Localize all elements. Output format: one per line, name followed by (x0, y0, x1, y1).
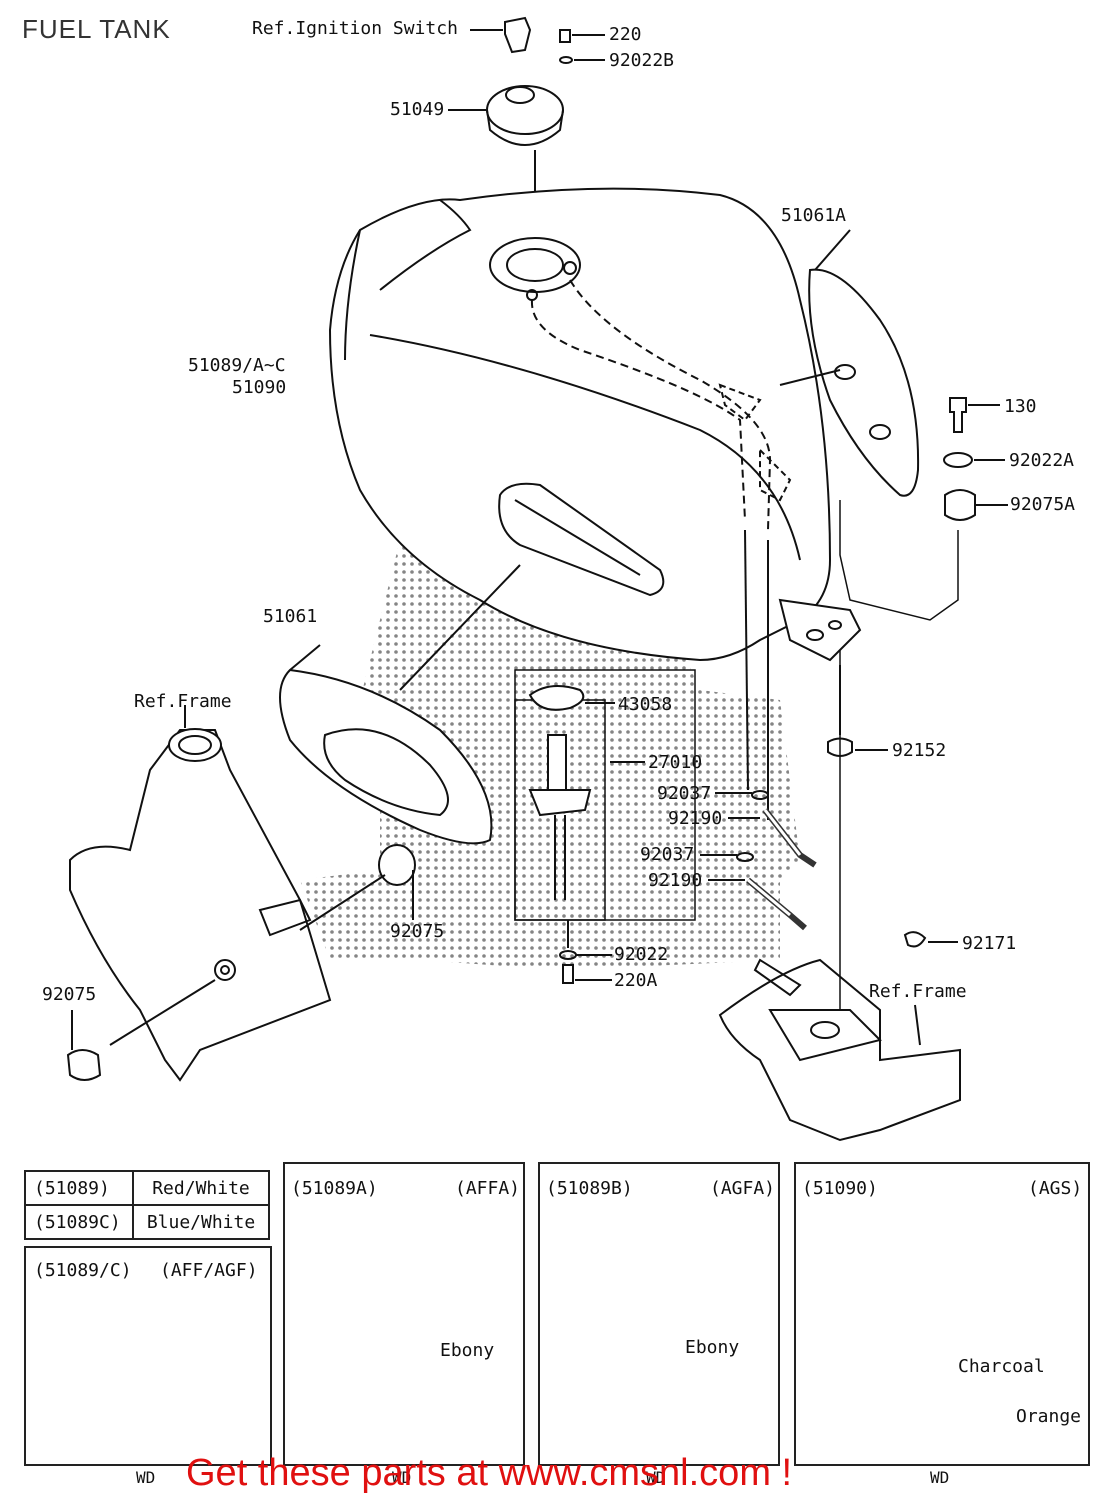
bolt-130 (949, 397, 967, 433)
variant-panel-51089c: (51089/C) (AFF/AGF) (24, 1246, 272, 1466)
callout-92190-lower: 92190 (648, 870, 703, 891)
variant-panel-51090: (51090) (AGS) Charcoal Orange (794, 1162, 1090, 1466)
panel-note-charcoal: Charcoal (958, 1356, 1045, 1377)
panel-code: (AFF/AGF) (160, 1260, 258, 1281)
callout-92171: 92171 (962, 933, 1017, 954)
callout-43058: 43058 (618, 694, 673, 715)
grommet-92075-mid (378, 844, 416, 886)
callout-51061a: 51061A (781, 205, 847, 226)
color-table: (51089) Red/White (51089C) Blue/White (24, 1170, 270, 1240)
grommet-92075a (944, 489, 976, 521)
panel-footer: WD (646, 1468, 666, 1487)
table-cell-part: (51089) (24, 1170, 134, 1206)
panel-code: (AGS) (1028, 1178, 1083, 1199)
panel-part: (51089/C) (34, 1260, 132, 1281)
callout-92037-upper: 92037 (657, 783, 712, 804)
panel-note-orange: Orange (1016, 1406, 1082, 1427)
callout-220a: 220A (614, 970, 658, 991)
page-title: FUEL TANK (22, 14, 171, 44)
callout-92152: 92152 (892, 740, 947, 761)
side-cover-51061 (279, 668, 493, 845)
promo-banner-link[interactable]: Get these parts at www.cmsnl.com ! (186, 1452, 793, 1494)
clip-92171 (903, 931, 927, 948)
washer-92022a (943, 452, 973, 468)
table-cell-part: (51089C) (24, 1204, 134, 1240)
bolt-220 (559, 29, 571, 43)
callout-92022a: 92022A (1009, 450, 1075, 471)
filler-neck (489, 237, 581, 293)
panel-footer: WD (136, 1468, 156, 1487)
panel-footer: WD (930, 1468, 950, 1487)
variant-panel-51089b: (51089B) (AGFA) Ebony (538, 1162, 780, 1466)
callout-ref-frame-right: Ref.Frame (869, 981, 967, 1002)
callout-92190-upper: 92190 (668, 808, 723, 829)
callout-92037-lower: 92037 (640, 844, 695, 865)
callout-51061: 51061 (263, 606, 318, 627)
panel-code: (AFFA) (455, 1178, 521, 1199)
panel-part: (51089B) (546, 1178, 633, 1199)
callout-130: 130 (1004, 396, 1037, 417)
variant-panel-51089a: (51089A) (AFFA) Ebony (283, 1162, 525, 1466)
panel-part: (51089A) (291, 1178, 378, 1199)
panel-note: Ebony (440, 1340, 495, 1361)
callout-92022b: 92022B (609, 50, 675, 71)
callout-92022: 92022 (614, 944, 669, 965)
table-row: (51089C) Blue/White (24, 1204, 270, 1240)
callout-51089: 51089/A~C (188, 355, 286, 376)
ignition-switch (504, 16, 532, 54)
gasket-43058 (528, 685, 585, 711)
callout-220: 220 (609, 24, 642, 45)
panel-code: (AGFA) (710, 1178, 776, 1199)
grommet-92075-left (66, 1049, 102, 1081)
callout-92075a: 92075A (1010, 494, 1076, 515)
table-cell-color: Red/White (132, 1170, 270, 1206)
table-row: (51089) Red/White (24, 1170, 270, 1206)
table-cell-color: Blue/White (132, 1204, 270, 1240)
side-cover-51061a (808, 268, 920, 497)
callout-92075-mid: 92075 (390, 921, 445, 942)
panel-part: (51090) (802, 1178, 878, 1199)
callout-ref-frame-left: Ref.Frame (134, 691, 232, 712)
frame-left (69, 729, 332, 1082)
callout-51090: 51090 (232, 377, 287, 398)
panel-footer: WD (392, 1468, 412, 1487)
callout-27010: 27010 (648, 752, 703, 773)
panel-note: Ebony (685, 1337, 740, 1358)
callout-51049: 51049 (390, 99, 445, 120)
callout-ignition-switch: Ref.Ignition Switch (252, 18, 458, 39)
washer-92022b (559, 56, 573, 64)
callout-92075-left: 92075 (42, 984, 97, 1005)
